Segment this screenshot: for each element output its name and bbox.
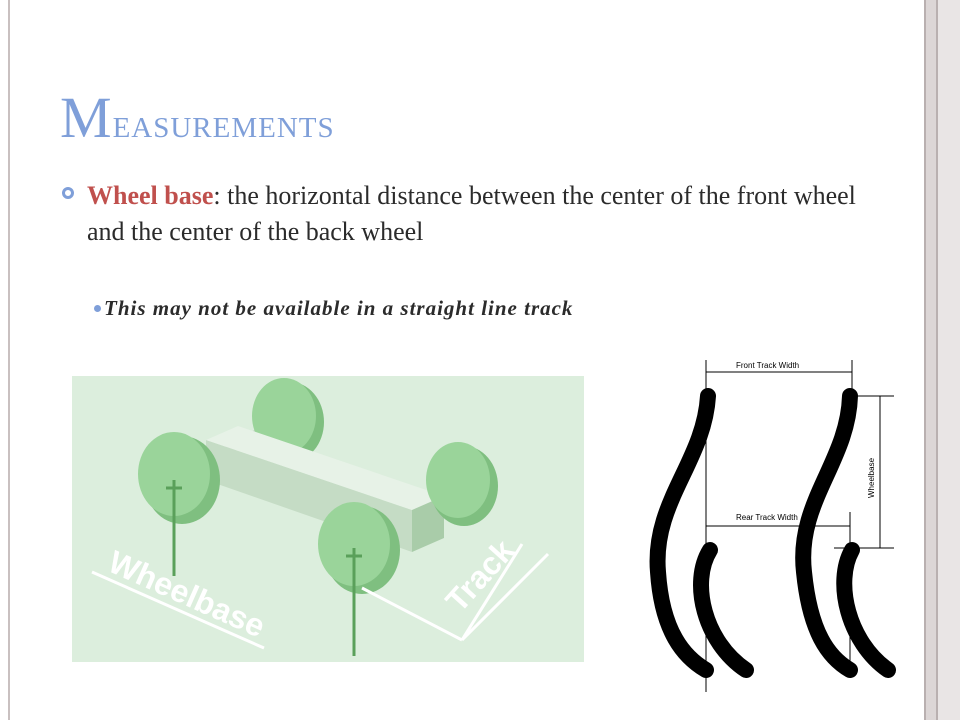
- slide-title: Measurements: [60, 85, 335, 150]
- track-width-diagram: Front Track Width Rear Track Width Wheel…: [644, 352, 920, 720]
- left-border: [0, 0, 10, 720]
- bullet-definition: : the horizontal distance between the ce…: [87, 181, 856, 246]
- wheelbase-dimension-label: Wheelbase: [867, 457, 876, 498]
- wheel-front-right: [426, 442, 490, 518]
- wheelbase-track-illustration: Wheelbase Track: [72, 376, 584, 662]
- sub-bullet: This may not be available in a straight …: [94, 296, 573, 321]
- wheel-back-right: [252, 378, 316, 454]
- dimension-lines: [91, 543, 550, 650]
- bullet-ring-icon: [62, 187, 74, 199]
- front-track-width-label: Front Track Width: [736, 361, 799, 370]
- right-border: [916, 0, 960, 720]
- rear-track-width-label: Rear Track Width: [736, 513, 798, 522]
- wheel-center-marks: [166, 480, 362, 656]
- wheel-front-left: [318, 502, 390, 586]
- chassis-side-face: [412, 496, 444, 552]
- tire-tracks: [649, 388, 896, 678]
- wheel-back-left: [138, 432, 210, 516]
- chassis-top-face: [206, 426, 444, 510]
- measurement-lines: [705, 360, 894, 692]
- bullet-wheel-base: Wheel base: the horizontal distance betw…: [62, 178, 862, 250]
- bullet-term: Wheel base: [87, 181, 214, 210]
- sub-bullet-dot-icon: [94, 305, 101, 312]
